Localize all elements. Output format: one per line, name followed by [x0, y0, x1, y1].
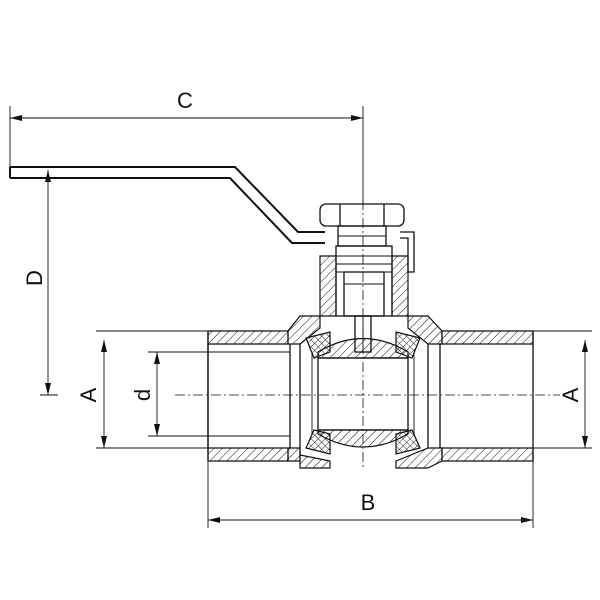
dimension-a-right-label: A [558, 387, 583, 402]
centerlines [175, 200, 560, 470]
handle-lever [9, 166, 415, 273]
stem-housing [319, 245, 409, 353]
left-pipe-end [207, 330, 289, 462]
valve-body [287, 315, 443, 469]
dimension-b: B [207, 461, 534, 528]
dimension-c: C [9, 88, 364, 205]
dimension-d: D [22, 170, 58, 396]
right-pipe-end [441, 330, 534, 462]
stem-nut [319, 203, 405, 247]
dimension-b-label: B [361, 490, 376, 515]
dimension-d-label: D [22, 270, 47, 286]
dimension-a-right: A [533, 330, 592, 449]
dimension-a-left-label: A [76, 387, 101, 402]
dimension-a-left: A [76, 330, 208, 449]
dimension-c-label: C [177, 88, 193, 113]
dimension-d-inner-label: d [130, 389, 155, 401]
dimension-d-inner: d [130, 351, 290, 437]
